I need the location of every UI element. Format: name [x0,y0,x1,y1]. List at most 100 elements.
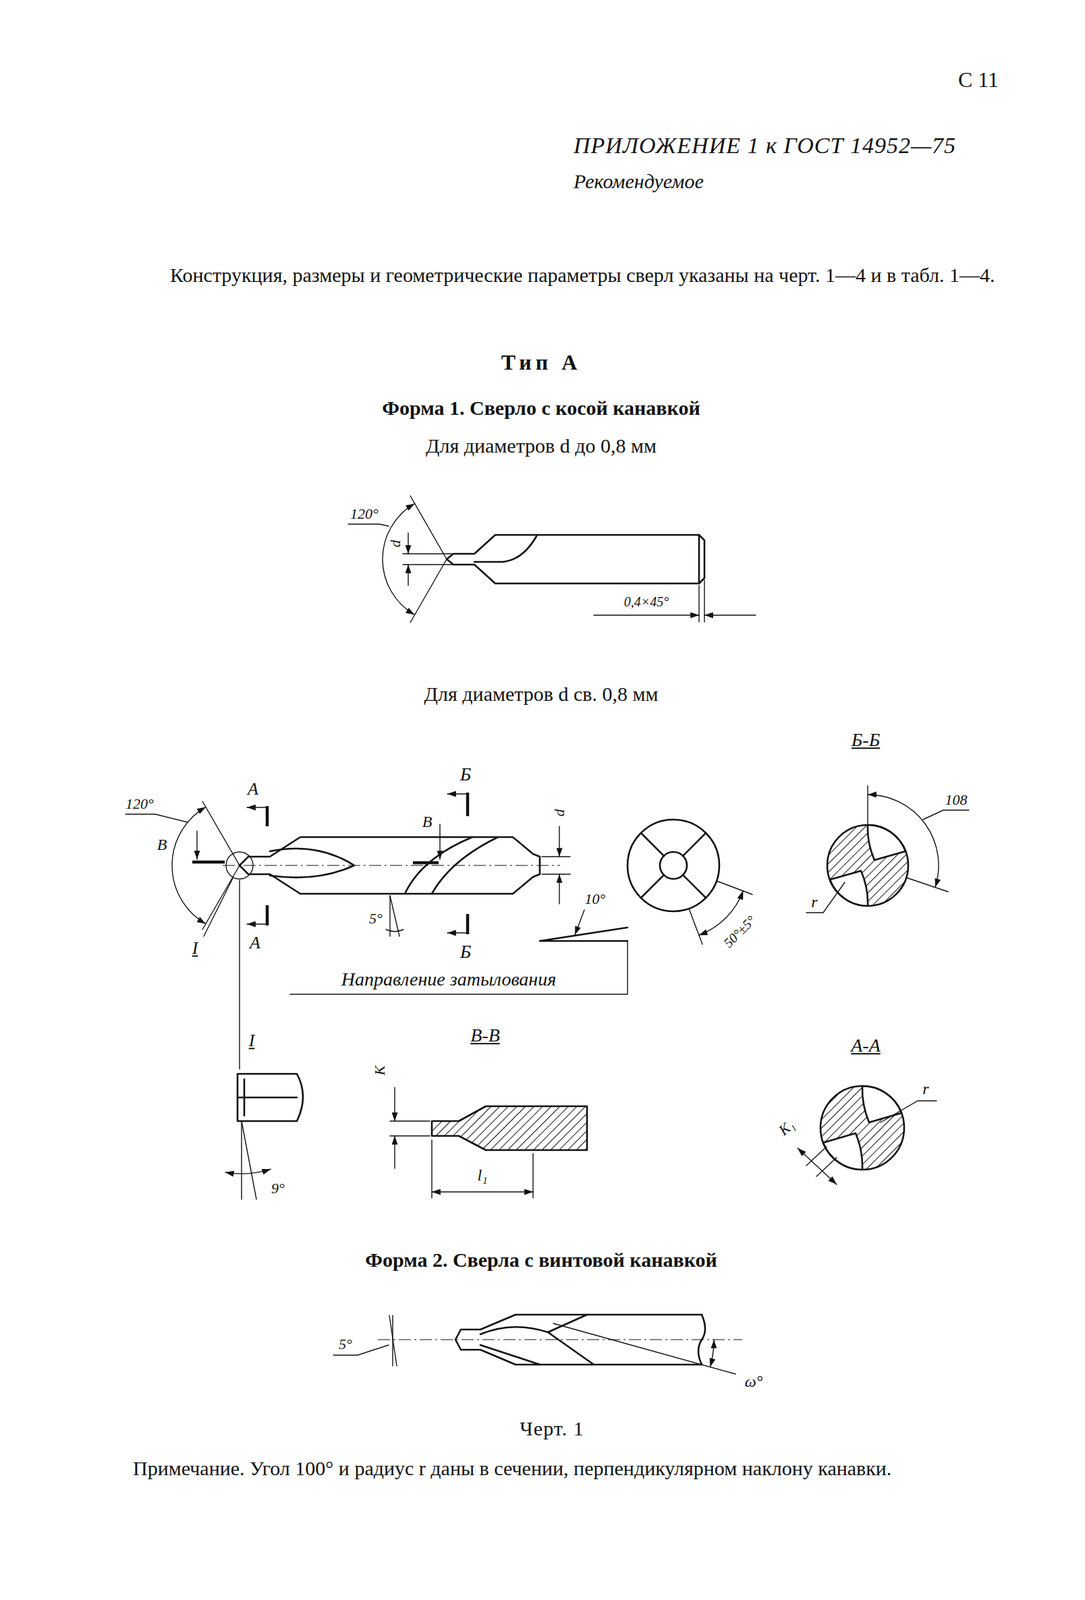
center-drill-part [541,856,571,857]
section-v-v-part [431,1191,534,1193]
section-a-a-part [820,1086,905,1171]
section-b-b-part [906,877,949,893]
web-dimension: К [371,1064,389,1078]
center-drill-part [466,792,470,817]
section-letter: Б [458,940,474,964]
relief-direction-note: Направление затылования [340,968,559,992]
small-drill-part [410,495,447,560]
web-dimension: К₁ [773,1115,799,1141]
small-drill-part [348,524,389,527]
section-b-b-part [923,810,969,820]
small-drill-part [704,614,756,616]
center-drill-part [558,874,560,905]
angle-dimension: 9° [269,1180,287,1198]
detail-i-part [225,1169,272,1175]
diameter-range: Для диаметров d св. 0,8 мм [423,682,660,707]
center-drill-part [125,814,188,823]
section-v-v-part [390,1135,430,1137]
helical-drill-part [553,1323,736,1375]
helical-drill-part [389,1315,397,1367]
center-drill-part [390,896,400,937]
center-drill-part [172,807,206,924]
angle-dimension: 10° [583,890,608,909]
center-drill-part [246,807,268,808]
section-a-a-part [797,1148,837,1185]
center-drill-part [574,910,585,936]
angle-dimension: 120° [124,795,156,814]
section-letter: В [421,812,434,832]
center-drill-part [246,923,268,925]
center-drill-part [439,824,440,860]
section-v-v-part [431,1140,432,1199]
angle-dimension: 5° [337,1336,354,1354]
section-v-v-part [532,1153,534,1199]
front-view-part [716,881,753,895]
center-drill-part [290,941,628,995]
small-drill-part [402,564,454,565]
section-v-v-part [390,1120,430,1122]
section-a-a [797,1086,937,1185]
angle-dimension: 120° [348,505,380,523]
small-drill-part [698,585,700,623]
center-drill-part [222,865,561,866]
section-a-a-part [862,1086,902,1123]
helical-drill [333,1315,743,1375]
section-title: В-В [468,1024,502,1048]
front-view-part [688,908,703,945]
page-number: С 11 [956,66,1000,93]
section-title: Б-Б [850,728,882,752]
small-drill-part [698,535,701,584]
section-letter: Б [458,763,474,787]
small-drill-part [446,535,705,584]
status-note: Рекомендуемое [573,169,704,194]
section-b-b-part [806,882,845,913]
section-v-v-part [431,1106,588,1151]
angle-dimension: 5° [367,910,384,928]
form-heading: Форма 2. Сверла с винтовой канавкой [363,1248,719,1273]
section-letter: А [246,778,260,800]
center-drill-part [558,826,560,857]
radius-dimension: r [809,892,819,913]
small-drill-part [407,533,409,554]
section-b-b-part [867,794,939,888]
detail-i-part [241,1121,257,1200]
appendix-title: ПРИЛОЖЕНИЕ 1 к ГОСТ 14952—75 [573,132,957,160]
small-drill-part [382,504,415,616]
helical-drill-part [377,1339,743,1341]
front-view-part [641,833,706,899]
footnote: Примечание. Угол 100° и радиус r даны в … [132,1454,1021,1484]
angle-dimension: 50°±5° [719,911,760,953]
center-drill-part [412,861,439,866]
section-v-v-part [394,1136,395,1169]
center-drill [125,792,628,1070]
small-drill-part [407,564,409,586]
front-view-part [627,819,720,912]
angle-dimension: 108 [943,791,969,810]
section-b-b [806,786,969,913]
section-v-v-part [394,1087,395,1122]
center-drill-part [447,793,468,795]
center-drill-part [265,905,270,926]
angle-dimension: ω° [743,1372,765,1393]
diameter-dimension: d [386,539,405,550]
small-drill-part [410,559,447,623]
section-letter: В [155,835,169,855]
center-drill-part [192,860,225,865]
center-drill-part [389,896,391,937]
diameter-range: Для диаметров d до 0,8 мм [424,433,658,459]
center-drill-part [447,932,468,934]
center-drill-part [203,878,233,937]
small-drill [348,495,756,623]
section-title: А-А [849,1034,882,1058]
center-drill-part [385,929,404,932]
center-drill-part [466,914,470,935]
detail-i-part [237,1074,303,1122]
helical-drill-part [710,1340,715,1368]
diameter-dimension: d [550,808,569,819]
section-v-v [390,1087,588,1199]
chamfer-dimension: 0,4×45° [622,593,671,610]
center-drill-part [196,831,198,860]
small-drill-part [593,614,700,616]
detail-i [225,1074,303,1200]
